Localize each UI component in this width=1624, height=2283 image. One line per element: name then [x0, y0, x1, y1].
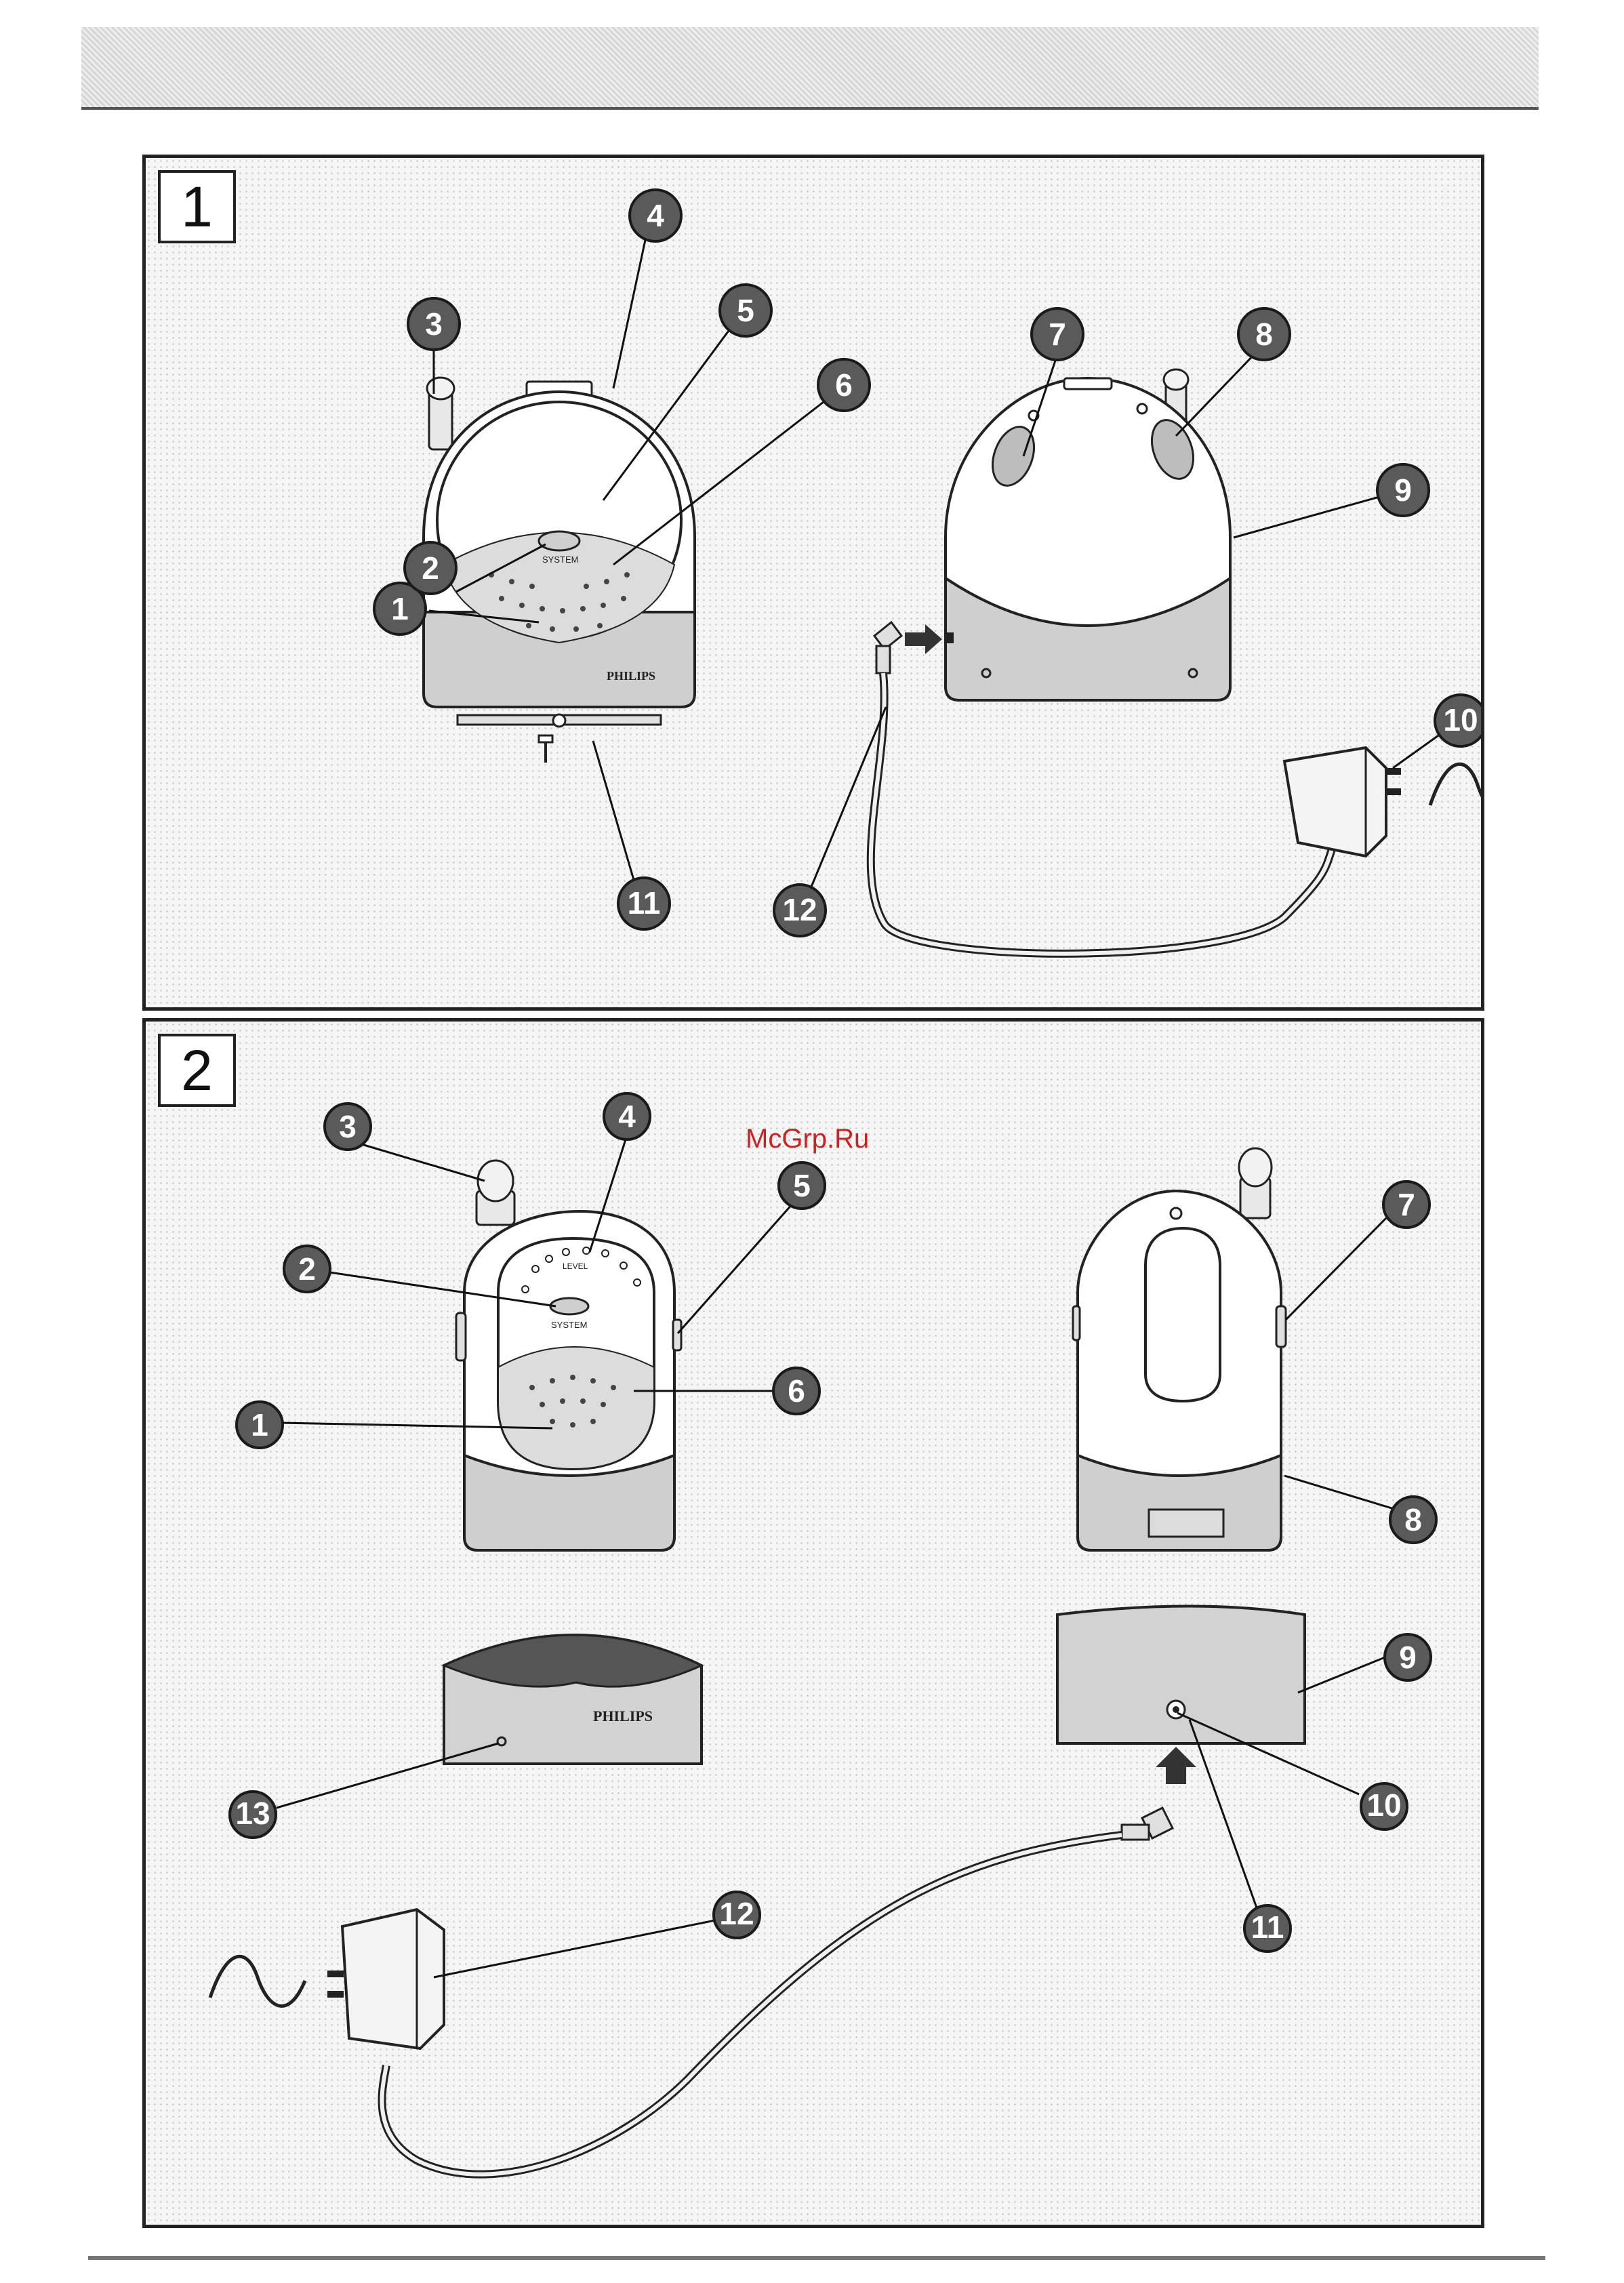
baby-unit-back [946, 369, 1230, 700]
svg-text:11: 11 [628, 885, 661, 921]
charger-brand: PHILIPS [593, 1708, 653, 1724]
watermark: McGrp.Ru [746, 1124, 869, 1154]
baby-unit-brand: PHILIPS [607, 669, 655, 683]
callout-3: 3 [408, 298, 460, 350]
svg-text:3: 3 [339, 1109, 357, 1144]
callout-2-2: 2 [284, 1246, 330, 1292]
callout-2-1: 1 [237, 1402, 283, 1448]
power-adapter-2 [327, 1910, 444, 2048]
dc-plug [874, 622, 901, 673]
svg-text:12: 12 [782, 892, 817, 927]
svg-text:10: 10 [1443, 702, 1478, 738]
svg-text:4: 4 [618, 1099, 636, 1134]
svg-text:8: 8 [1404, 1502, 1422, 1537]
baby-unit-button-label: SYSTEM [542, 554, 578, 565]
callout-2-11: 11 [1244, 1905, 1291, 1952]
arrow-right-icon [905, 624, 942, 654]
footer-line [88, 2256, 1545, 2260]
callout-11: 11 [618, 878, 670, 929]
callout-6: 6 [818, 359, 870, 411]
parent-unit-front: SYSTEM LEVEL [456, 1160, 681, 1550]
svg-text:7: 7 [1398, 1187, 1415, 1222]
svg-text:1: 1 [251, 1407, 268, 1442]
callout-5: 5 [720, 285, 771, 336]
parent-unit-button-label: SYSTEM [551, 1320, 587, 1330]
callout-2-13: 13 [230, 1792, 276, 1838]
callout-2-4: 4 [604, 1093, 650, 1139]
svg-text:5: 5 [793, 1168, 811, 1203]
callout-4: 4 [630, 190, 681, 241]
charger-front: PHILIPS [444, 1635, 702, 1764]
svg-text:13: 13 [235, 1796, 270, 1831]
ac-wave-icon-2 [210, 1956, 305, 2006]
svg-text:2: 2 [298, 1251, 316, 1287]
svg-text:7: 7 [1049, 317, 1066, 352]
panel-1-illustration: SYSTEM PHILIPS [146, 158, 1481, 1007]
callout-9: 9 [1377, 464, 1429, 516]
panel-2-illustration: SYSTEM LEVEL [146, 1022, 1481, 2225]
baby-unit-front: SYSTEM PHILIPS [424, 378, 695, 763]
callout-7: 7 [1032, 308, 1083, 360]
svg-text:9: 9 [1399, 1640, 1417, 1675]
callout-8: 8 [1238, 308, 1290, 360]
callout-2-12: 12 [714, 1892, 760, 1938]
svg-text:1: 1 [391, 591, 409, 626]
callout-2-10: 10 [1361, 1783, 1407, 1830]
callout-12: 12 [774, 885, 826, 936]
header-band [81, 27, 1539, 110]
parent-unit-back [1073, 1148, 1286, 1550]
ac-wave-icon [1430, 764, 1481, 813]
svg-text:3: 3 [425, 306, 443, 342]
callout-2-7: 7 [1383, 1181, 1429, 1228]
arrow-up-icon [1156, 1747, 1196, 1784]
dc-plug-2 [1122, 1808, 1173, 1840]
callout-2: 2 [405, 542, 456, 594]
panel-1: 1 SYSTEM [142, 155, 1484, 1011]
svg-text:10: 10 [1366, 1787, 1401, 1823]
svg-text:6: 6 [788, 1373, 805, 1409]
svg-text:11: 11 [1251, 1910, 1284, 1945]
power-adapter [1284, 748, 1401, 856]
svg-text:2: 2 [422, 550, 439, 586]
svg-text:8: 8 [1255, 317, 1273, 352]
svg-text:5: 5 [737, 293, 754, 328]
callout-2-6: 6 [773, 1368, 819, 1414]
svg-text:4: 4 [647, 198, 664, 233]
svg-text:9: 9 [1394, 472, 1412, 508]
panel-2: 2 SYSTEM LEVEL [142, 1018, 1484, 2228]
callout-2-9: 9 [1385, 1634, 1431, 1680]
callout-2-3: 3 [325, 1104, 371, 1150]
parent-unit-level-label: LEVEL [563, 1261, 588, 1271]
callout-2-8: 8 [1390, 1497, 1436, 1543]
callout-10: 10 [1435, 695, 1481, 746]
svg-text:6: 6 [835, 367, 853, 403]
callout-2-5: 5 [779, 1163, 825, 1209]
svg-text:12: 12 [719, 1896, 754, 1931]
charger-back [1057, 1607, 1305, 1744]
